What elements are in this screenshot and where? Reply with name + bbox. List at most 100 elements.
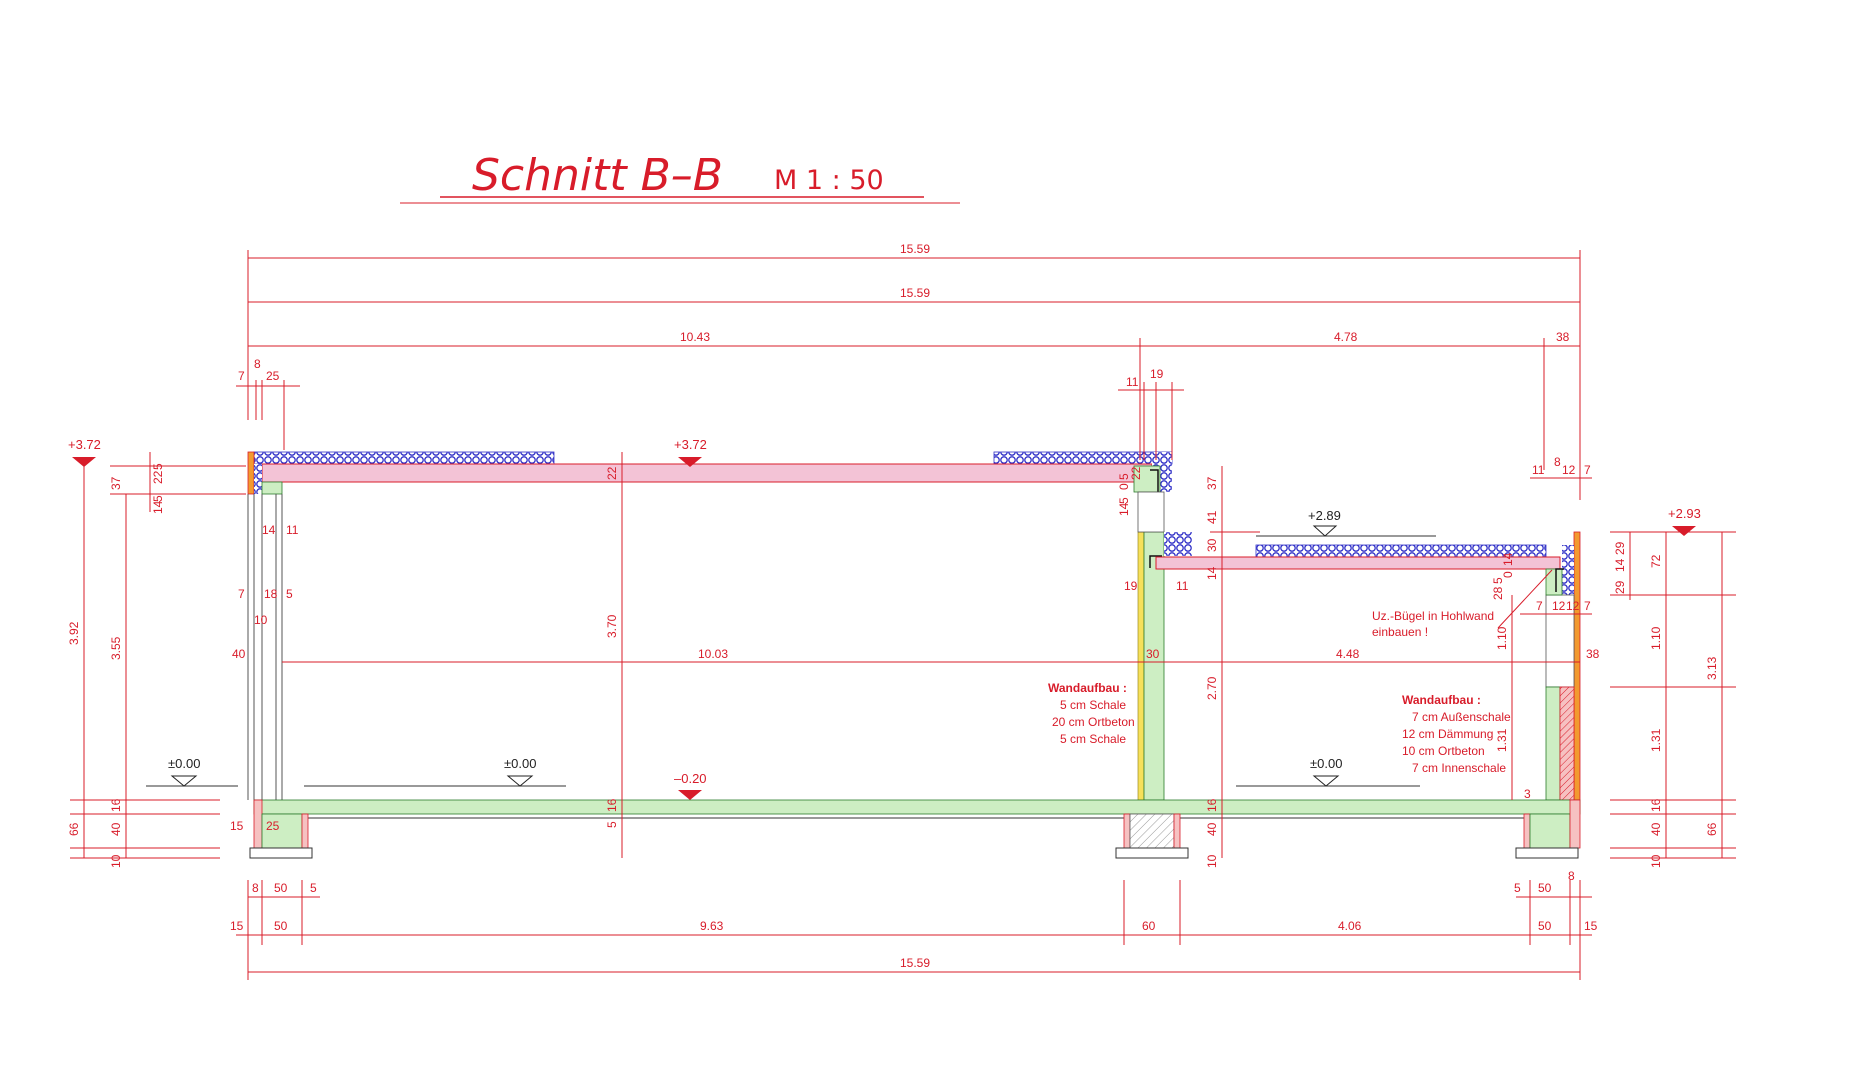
dim-bottom-5: 5 — [310, 881, 317, 895]
dim-left-37: 37 — [109, 476, 123, 490]
dim-right-in-110: 1.10 — [1495, 626, 1509, 650]
drawing-scale: M 1 : 50 — [774, 165, 884, 196]
level-floor-right: ±0.00 — [1310, 756, 1342, 771]
right-foundation-red — [1523, 813, 1531, 849]
dim-right-12: 12 — [1562, 463, 1576, 477]
left-ring-beam — [261, 481, 283, 495]
level-marker-floor-mid — [506, 775, 534, 787]
dim-span-448: 4.48 — [1336, 647, 1360, 661]
dim-mid-14b: 14 — [1117, 502, 1131, 516]
dim-right-top-0: 0 — [1501, 571, 1515, 578]
dim-mid-40: 40 — [1205, 822, 1219, 836]
dim-right-29a: 29 — [1613, 541, 1627, 555]
left-foundation-edge — [253, 799, 263, 849]
dim-right-10: 10 — [1649, 854, 1663, 868]
dim-top-8: 8 — [254, 357, 261, 371]
wall2-line-4: 7 cm Innenschale — [1412, 761, 1506, 775]
dim-bottom-r50: 50 — [1538, 881, 1552, 895]
roof-slab — [261, 463, 1153, 483]
dim-end-38: 38 — [1556, 330, 1570, 344]
wall1-line-3: 5 cm Schale — [1060, 732, 1126, 746]
dim-wall-38: 38 — [1586, 647, 1600, 661]
right-wall-lower-insul — [1559, 686, 1575, 801]
level-left-top: +3.72 — [68, 437, 101, 452]
mid-foundation-red-l — [1123, 813, 1131, 849]
dim-wall-15: 15 — [230, 819, 244, 833]
dim-right-16: 16 — [1649, 798, 1663, 812]
dim-span-1003: 10.03 — [698, 647, 728, 661]
wall1-line-2: 20 cm Ortbeton — [1052, 715, 1135, 729]
level-floor-left: ±0.00 — [168, 756, 200, 771]
mid-wall-upper — [1137, 491, 1165, 533]
roof-insulation-left — [253, 451, 555, 465]
mid-stirrup-low — [1149, 555, 1162, 568]
dim-wall-11: 11 — [286, 523, 299, 537]
level-marker-floor-left — [170, 775, 198, 787]
dim-right-7: 7 — [1584, 463, 1591, 477]
dim-left-10: 10 — [109, 854, 123, 868]
floor-slab — [253, 799, 1581, 815]
dim-wall-10: 10 — [254, 613, 268, 627]
dim-bottom-r8: 8 — [1568, 869, 1575, 883]
right-wall-orange — [1573, 531, 1581, 801]
mid-wall-step-insulation — [1164, 532, 1192, 556]
level-right-mid: +2.89 — [1308, 508, 1341, 523]
dim-bottom-406: 4.06 — [1338, 919, 1362, 933]
dim-right-12a: 12 — [1552, 599, 1566, 613]
dim-overall-2: 15.59 — [900, 286, 930, 300]
dim-right-in-3: 3 — [1524, 787, 1531, 801]
dim-top-25: 25 — [266, 369, 280, 383]
dim-right-span: 4.78 — [1334, 330, 1358, 344]
lower-roof-slab — [1155, 556, 1561, 570]
dim-wall-14: 14 — [262, 523, 276, 537]
dim-top-7: 7 — [238, 369, 245, 383]
dim-mid-22b: 22 — [1129, 466, 1143, 480]
dim-bottom-15: 15 — [230, 919, 244, 933]
dim-right-110: 1.10 — [1649, 626, 1663, 650]
dim-bottom-60: 60 — [1142, 919, 1156, 933]
dim-bottom-50: 50 — [274, 881, 288, 895]
level-marker-left-top — [72, 457, 96, 467]
dim-mid-10: 10 — [1205, 854, 1219, 868]
title-block: Schnitt B–B M 1 : 50 — [400, 150, 960, 204]
left-foundation-red — [301, 813, 309, 849]
right-foundation-edge — [1569, 799, 1581, 849]
level-marker-right-top — [1672, 526, 1696, 536]
roof-insulation-right — [993, 451, 1173, 465]
dim-bottom-15b: 15 — [1584, 919, 1598, 933]
dim-overall-1: 15.59 — [900, 242, 930, 256]
mid-stirrup-top — [1150, 469, 1159, 492]
dimension-texts: 15.59 15.59 10.43 4.78 38 7 8 25 11 19 1… — [67, 242, 1719, 970]
dim-left-66: 66 — [67, 822, 81, 836]
dim-mid-5b: 5 — [1117, 473, 1131, 480]
dim-top-19: 19 — [1150, 367, 1164, 381]
callout-line-1: Uz.-Bügel in Hohlwand — [1372, 609, 1494, 623]
level-mid-top: +3.72 — [674, 437, 707, 452]
dim-bottom-8: 8 — [252, 881, 259, 895]
dim-bottom-overall: 15.59 — [900, 956, 930, 970]
callout-line-2: einbauen ! — [1372, 625, 1428, 639]
mid-wall-concrete — [1143, 531, 1165, 801]
dim-mid-19: 19 — [1124, 579, 1138, 593]
dim-bottom-r5: 5 — [1514, 881, 1521, 895]
dim-left-40: 40 — [109, 822, 123, 836]
dim-left-5b: 5 — [151, 495, 165, 502]
dim-bottom-50c: 50 — [1538, 919, 1552, 933]
level-marker-mid-top — [678, 457, 702, 467]
dim-left-392: 3.92 — [67, 621, 81, 645]
right-stirrup — [1555, 568, 1564, 592]
right-ring-beam — [1545, 568, 1563, 596]
structure — [247, 451, 1581, 859]
dim-right-8: 8 — [1554, 455, 1561, 469]
dim-bottom-963: 9.63 — [700, 919, 724, 933]
dim-mid-22: 22 — [605, 466, 619, 480]
dim-right-11: 11 — [1532, 463, 1545, 477]
dim-mid-37: 37 — [1205, 476, 1219, 490]
level-marker-floor-inner — [678, 790, 702, 800]
dim-left-40b: 40 — [232, 647, 246, 661]
dim-wall-7: 7 — [238, 587, 245, 601]
level-floor-inner: –0.20 — [674, 771, 707, 786]
dim-mid-370: 3.70 — [605, 614, 619, 638]
wall1-line-1: 5 cm Schale — [1060, 698, 1126, 712]
